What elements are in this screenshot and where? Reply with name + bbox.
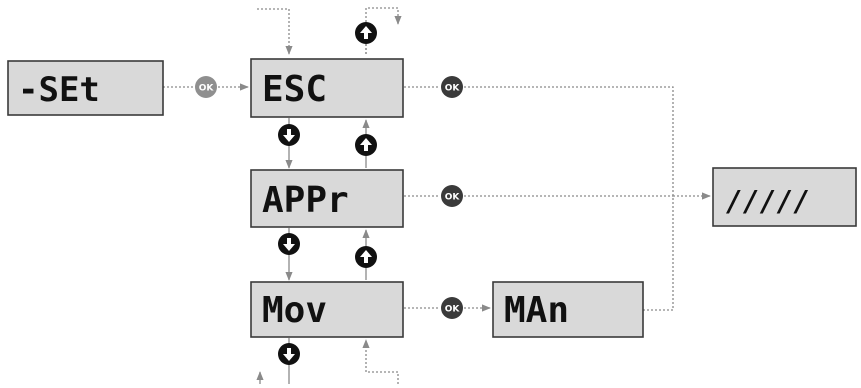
connector-bottom-up — [362, 339, 399, 384]
display-appr-screen — [250, 169, 404, 228]
connector-ok-to-bus — [464, 86, 674, 311]
display-man-screen — [492, 281, 644, 338]
display-mov[interactable]: Mov — [250, 281, 404, 338]
display-appr[interactable]: APPr — [250, 169, 404, 228]
display-mov-text: Mov — [262, 290, 327, 331]
ok-button-appr-label: OK — [445, 193, 461, 203]
ok-button-mov-circle — [441, 297, 463, 319]
ok-button-set-label: OK — [199, 84, 215, 94]
down-arrow-icon[interactable] — [278, 233, 300, 255]
down-arrow-icon[interactable] — [278, 343, 300, 365]
ok-button-appr-circle — [441, 185, 463, 207]
connector-entry-top — [257, 8, 293, 55]
display-man: MAn — [492, 281, 644, 338]
up-arrow-icon[interactable] — [355, 134, 377, 156]
connector-exit-top — [365, 7, 402, 54]
display-appr-text: APPr — [262, 180, 349, 221]
ok-button-appr[interactable]: OK — [441, 185, 463, 207]
display-bars-text: ///// — [726, 185, 810, 218]
up-arrow-icon[interactable] — [355, 246, 377, 268]
display-bars-screen — [712, 167, 857, 227]
down-arrow-icon[interactable] — [278, 124, 300, 146]
connectors — [163, 7, 711, 384]
ok-button-set[interactable]: OK — [195, 76, 217, 98]
display-set-text: -SEt — [18, 70, 100, 110]
display-set: -SEt — [7, 60, 164, 116]
ok-button-esc[interactable]: OK — [441, 76, 463, 98]
ok-button-mov[interactable]: OK — [441, 297, 463, 319]
display-set-screen — [7, 60, 164, 116]
ok-button-esc-label: OK — [445, 84, 461, 94]
ok-button-mov-label: OK — [445, 305, 461, 315]
display-bars: ///// — [712, 167, 857, 227]
display-esc-text: ESC — [262, 69, 327, 110]
display-esc-screen — [250, 58, 404, 118]
up-arrow-icon[interactable] — [355, 22, 377, 44]
display-man-text: MAn — [504, 290, 569, 331]
display-mov-screen — [250, 281, 404, 338]
ok-button-esc-circle — [441, 76, 463, 98]
display-esc[interactable]: ESC — [250, 58, 404, 118]
ok-button-set-circle — [195, 76, 217, 98]
